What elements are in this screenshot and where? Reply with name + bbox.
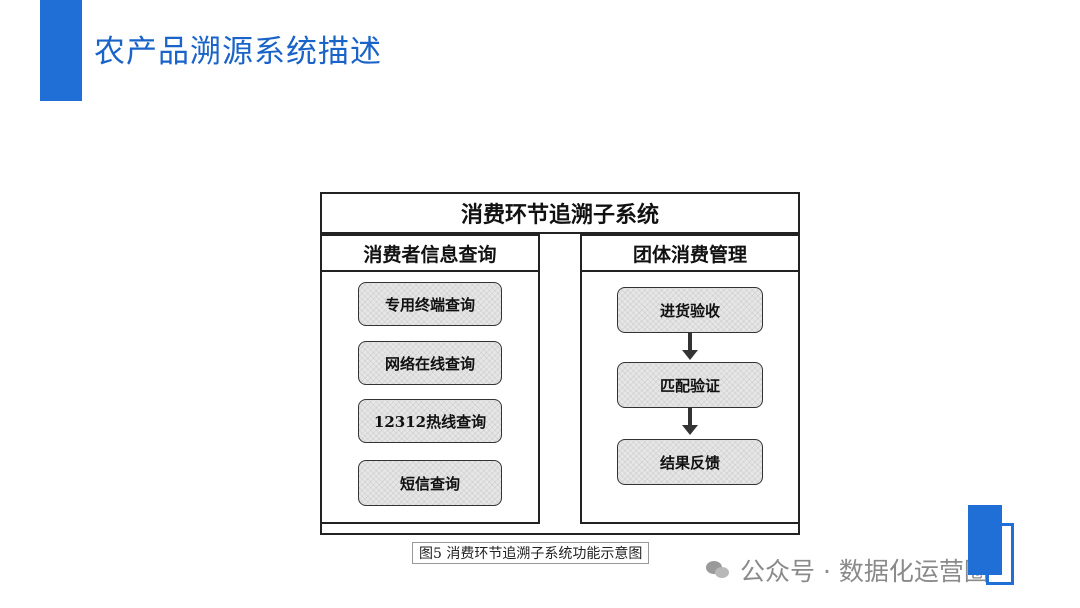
diagram-title: 消费环节追溯子系统 (320, 192, 800, 234)
accent-bar (40, 0, 82, 101)
corner-decoration (968, 505, 1020, 585)
wechat-icon (706, 559, 732, 581)
query-node-sms: 短信查询 (358, 460, 502, 506)
consumer-query-title: 消费者信息查询 (322, 236, 538, 272)
subsystem-diagram: 消费环节追溯子系统 消费者信息查询 专用终端查询 网络在线查询 12312热线查… (320, 192, 800, 537)
query-node-online: 网络在线查询 (358, 341, 502, 385)
step-node-feedback: 结果反馈 (617, 439, 763, 485)
watermark-text: 公众号 · 数据化运营圈 (740, 557, 989, 586)
figure-caption: 图5 消费环节追溯子系统功能示意图 (412, 542, 650, 564)
group-consumption-title: 团体消费管理 (582, 236, 798, 272)
step-node-receiving: 进货验收 (617, 287, 763, 333)
step-node-verify: 匹配验证 (617, 362, 763, 408)
watermark: 公众号 · 数据化运营圈 (706, 552, 989, 588)
query-node-hotline: 12312热线查询 (358, 399, 502, 443)
query-node-terminal: 专用终端查询 (358, 282, 502, 326)
slide-title: 农产品溯源系统描述 (94, 34, 382, 70)
